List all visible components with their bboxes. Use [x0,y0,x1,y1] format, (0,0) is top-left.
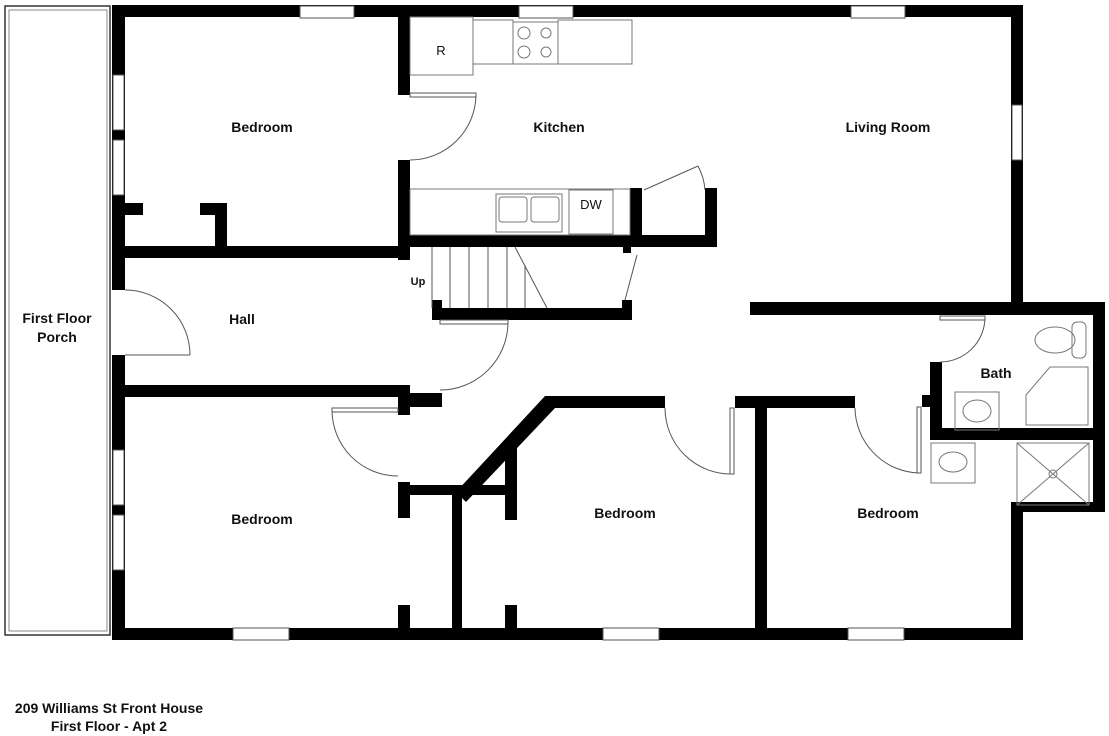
sink-icon [495,193,563,233]
stove-icon [512,21,559,65]
doors [124,92,986,477]
corner-tub-icon [1025,366,1089,426]
room-label-bedroom: Bedroom [857,505,918,521]
caption-address: 209 Williams St Front House [14,700,204,716]
refrigerator-label: R [436,43,445,58]
shower-icon [1016,442,1090,506]
dishwasher-label: DW [580,197,602,212]
room-label-bath: Bath [980,365,1011,381]
stairs: Up [411,246,548,309]
room-label-porch: Porch [37,329,77,345]
toilet-icon [1034,326,1076,354]
room-label-bedroom: Bedroom [231,119,292,135]
dishwasher [568,189,614,235]
plan-caption: 209 Williams St Front House First Floor … [0,699,218,735]
porch [4,5,111,636]
room-label-living-room: Living Room [846,119,931,135]
room-label-hall: Hall [229,311,255,327]
room-label-porch: First Floor [22,310,92,326]
bath-fixtures [930,321,1090,506]
windows [112,5,1023,641]
room-label-bedroom: Bedroom [231,511,292,527]
walls [112,5,1105,640]
room-label-kitchen: Kitchen [533,119,584,135]
room-label-bedroom: Bedroom [594,505,655,521]
sink-icon [930,442,976,484]
kitchen-fixtures: R DW [409,16,633,236]
stairs-up-label: Up [411,276,426,288]
sink-icon [954,391,1000,431]
caption-floor: First Floor - Apt 2 [50,718,168,734]
